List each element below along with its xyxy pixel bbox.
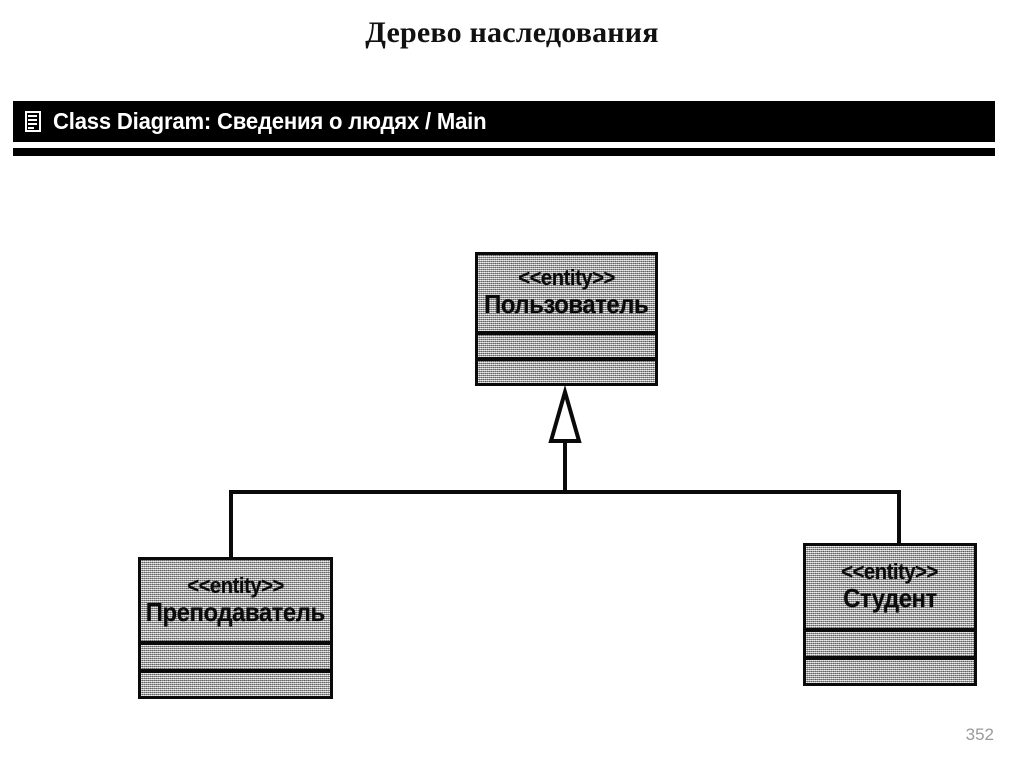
class-stereotype: <<entity>> bbox=[841, 559, 939, 584]
window-title-label: Class Diagram: Сведения о людях / Main bbox=[53, 108, 487, 134]
class-box-teacher[interactable]: <<entity>> Преподаватель bbox=[138, 557, 333, 699]
class-name-compartment: <<entity>> Пользователь bbox=[478, 255, 655, 335]
class-diagram-document-icon bbox=[25, 110, 43, 133]
class-stereotype: <<entity>> bbox=[187, 572, 284, 598]
class-title: Преподаватель bbox=[146, 596, 325, 627]
class-box-user[interactable]: <<entity>> Пользователь bbox=[475, 252, 658, 386]
class-operations-compartment bbox=[806, 660, 974, 684]
page-title: Дерево наследования bbox=[365, 16, 659, 49]
class-attributes-compartment bbox=[141, 645, 330, 673]
class-operations-compartment bbox=[141, 673, 330, 697]
class-box-student[interactable]: <<entity>> Студент bbox=[803, 543, 977, 686]
toolbar-edge bbox=[13, 148, 995, 156]
class-stereotype: <<entity>> bbox=[518, 265, 615, 290]
generalization-arrowhead bbox=[548, 384, 582, 443]
titlebar-gap bbox=[13, 142, 995, 148]
class-operations-compartment bbox=[478, 361, 655, 383]
class-name-compartment: <<entity>> Преподаватель bbox=[141, 560, 330, 645]
class-title: Студент bbox=[843, 583, 937, 613]
page-number: 352 bbox=[965, 725, 994, 744]
window-titlebar: Class Diagram: Сведения о людях / Main bbox=[13, 101, 995, 142]
class-attributes-compartment bbox=[478, 335, 655, 361]
class-title: Пользователь bbox=[484, 289, 649, 319]
class-name-compartment: <<entity>> Студент bbox=[806, 546, 974, 632]
class-attributes-compartment bbox=[806, 632, 974, 660]
